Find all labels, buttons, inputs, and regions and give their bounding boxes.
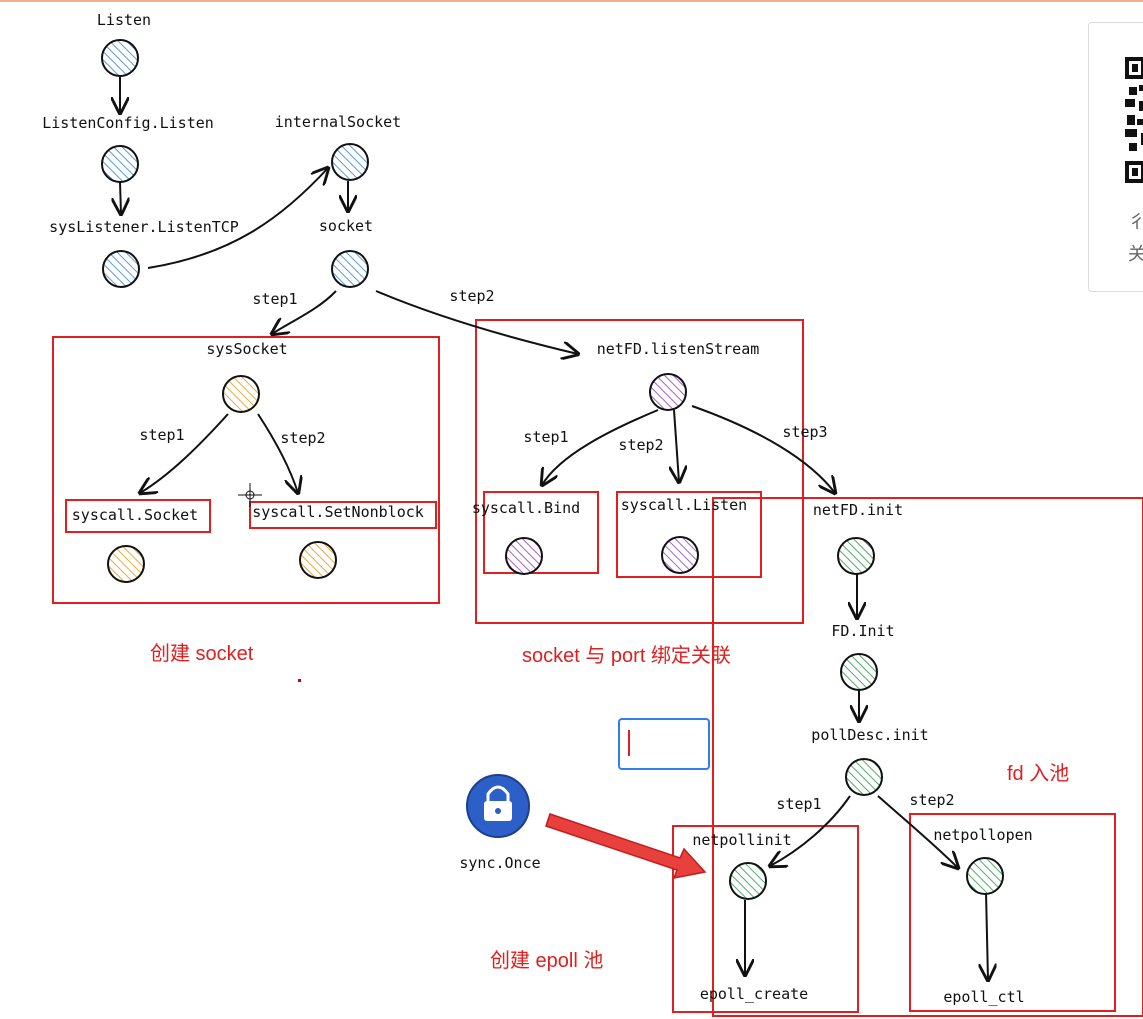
label-netpollopen: netpollopen [933,826,1032,844]
label-listen: Listen [97,11,151,29]
step-syssocket-1: step1 [139,426,184,444]
label-netpollinit: netpollinit [692,831,791,849]
node-syscall-bind [505,537,543,575]
caption-create-socket: 创建 socket [150,643,254,665]
qr-panel-text-1: 彳 [1128,212,1143,233]
text-input-box[interactable] [618,718,710,770]
label-syscall-bind: syscall.Bind [472,499,580,517]
edge-syslistener-internalsocket [147,168,328,269]
node-syscall-listen [661,536,699,574]
edges [120,77,988,980]
box-syscall-listen [616,491,762,578]
qr-code-panel [1088,22,1143,292]
step-socket-2: step2 [449,287,494,305]
label-listen-stream: netFD.listenStream [597,340,760,358]
step-listen-3: step3 [782,423,827,441]
group-boxes [52,319,1143,1017]
qr-panel-text-2: 关 [1128,244,1143,265]
edge-listenstream-bind [542,409,659,485]
crosshair-cursor-icon [238,483,262,507]
step-poll-2: step2 [909,791,954,809]
caption-fd-pool: fd 入池 [1007,763,1070,785]
box-create-socket [52,336,440,604]
step-listen-2: step2 [618,436,663,454]
node-syscall-socket [107,545,145,583]
box-bind-port [475,319,804,624]
label-sync-once: sync.Once [459,854,540,872]
edge-listenstream-netfdinit [691,405,835,493]
label-syscall-listen: syscall.Listen [621,496,747,514]
edge-polldesc-netpollopen [877,795,958,868]
step-syssocket-2: step2 [280,429,325,447]
caption-epoll-pool: 创建 epoll 池 [490,950,604,972]
label-epoll-ctl: epoll_ctl [943,988,1024,1006]
edge-socket-syssocket [272,290,337,334]
edge-syssocket-setnonblock [257,413,298,493]
label-netfd-init: netFD.init [813,501,903,519]
label-epoll-create: epoll_create [700,985,808,1003]
node-syscall-setnonblock [299,541,337,579]
label-sys-socket: sysSocket [206,340,287,358]
edge-listenconfig-syslistener [120,181,121,214]
step-listen-1: step1 [523,428,568,446]
edge-netpollopen-epollctl [986,891,988,980]
node-polldesc-init [845,758,883,796]
node-netpollopen [966,857,1004,895]
node-netfd-init [837,537,875,575]
step-poll-1: step1 [776,795,821,813]
top-border-line [0,0,1143,2]
label-listen-config: ListenConfig.Listen [42,114,214,132]
edge-socket-listenstream [375,290,578,354]
stray-dot [298,679,301,682]
label-internal-socket: internalSocket [275,113,401,131]
node-listen [101,39,139,77]
node-sys-socket [222,375,260,413]
box-netpollinit [672,825,859,1013]
edge-syssocket-syscallsocket [140,413,229,493]
edge-listenstream-listen [674,409,679,482]
box-netpollopen [909,813,1116,1012]
caption-bind-port: socket 与 port 绑定关联 [522,645,731,667]
text-caret [628,730,630,756]
qr-code-icon [1125,57,1143,183]
lock-icon [466,774,530,838]
node-internal-socket [331,143,369,181]
node-labels: Listen ListenConfig.Listen sysListener.L… [42,11,1032,1006]
box-syscall-socket [65,499,211,533]
label-syscall-socket: syscall.Socket [72,506,198,524]
node-netpollinit [729,862,767,900]
box-syscall-bind [483,491,599,574]
label-socket: socket [319,217,373,235]
label-syscall-setnonblock: syscall.SetNonblock [252,503,424,521]
node-socket [331,250,369,288]
nodes [101,39,1004,900]
box-syscall-setnonblock [249,501,437,529]
box-fd-pool [712,497,1143,1017]
node-listen-config [101,145,139,183]
edge-polldesc-netpollinit [770,795,851,866]
label-sys-listener: sysListener.ListenTCP [49,218,239,236]
label-polldesc-init: pollDesc.init [811,726,928,744]
node-fd-init [840,653,878,691]
step-labels: step1 step2 step1 step2 step1 step2 step… [139,287,954,813]
node-listen-stream [649,373,687,411]
node-sys-listener [102,250,140,288]
step-socket-1: step1 [252,290,297,308]
sync-once-arrow [545,813,707,879]
label-fd-init: FD.Init [831,622,894,640]
